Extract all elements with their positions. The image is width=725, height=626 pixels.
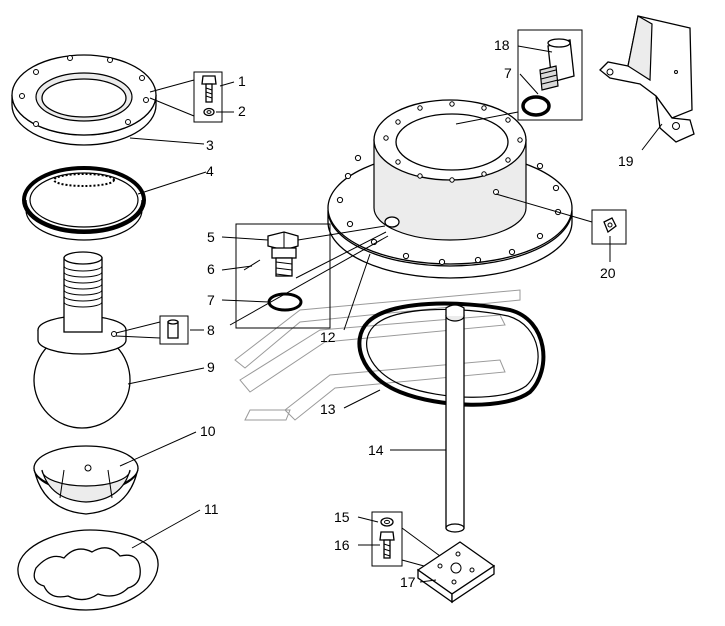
callout-5: 5	[207, 229, 215, 245]
callout-4: 4	[206, 163, 214, 179]
callout-18: 18	[494, 37, 510, 53]
callout-1: 1	[238, 73, 246, 89]
bowl-bushing	[33, 445, 139, 515]
callout-7-upper: 7	[504, 65, 512, 81]
nut-bolt-group	[371, 511, 441, 567]
callout-6: 6	[207, 261, 215, 277]
callout-13: 13	[320, 401, 336, 417]
sleeve-group	[115, 315, 189, 345]
callout-3: 3	[206, 137, 214, 153]
seal-ring	[22, 166, 146, 241]
fitting-group	[455, 29, 583, 125]
callouts: 1 2 3 4 5 6 7 7 8 9 10 11 12 13 14 15 16…	[200, 37, 634, 590]
plug-group	[229, 223, 389, 329]
callout-15: 15	[334, 509, 350, 525]
rod	[445, 304, 465, 533]
base-plate	[416, 541, 496, 604]
grease-nipple-group	[495, 193, 627, 245]
callout-16: 16	[334, 537, 350, 553]
callout-12: 12	[320, 329, 336, 345]
housing	[327, 99, 573, 279]
callout-17: 17	[400, 574, 416, 590]
callout-8: 8	[207, 322, 215, 338]
leader-lines	[119, 45, 663, 583]
callout-11: 11	[204, 501, 219, 517]
bolt-washer-group	[193, 71, 223, 123]
callout-10: 10	[200, 423, 216, 439]
ball-joint	[33, 251, 131, 429]
callout-20: 20	[600, 265, 616, 281]
callout-7: 7	[207, 292, 215, 308]
ghost-outline	[234, 289, 521, 421]
bracket	[599, 15, 695, 143]
callout-19: 19	[618, 153, 634, 169]
gasket	[17, 529, 159, 611]
callout-14: 14	[368, 442, 384, 458]
callout-2: 2	[238, 103, 246, 119]
flange-ring	[11, 54, 157, 146]
callout-9: 9	[207, 359, 215, 375]
